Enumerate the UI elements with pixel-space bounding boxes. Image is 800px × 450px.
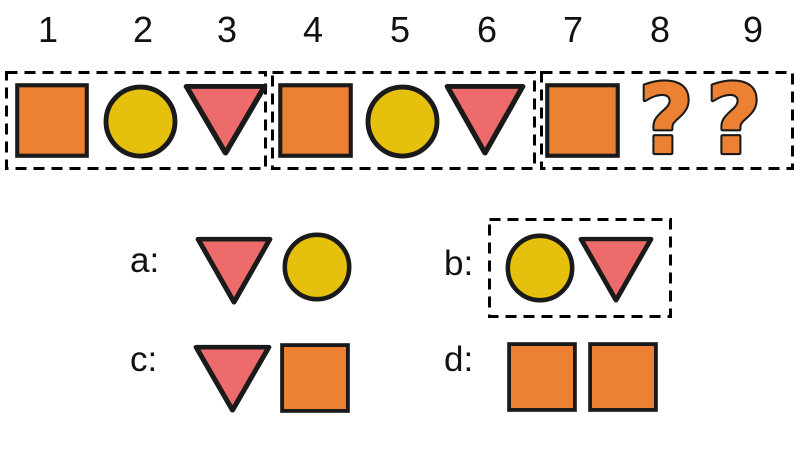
- sequence-number-8: 8: [649, 9, 671, 50]
- sequence-shape-3-triangle: [183, 82, 268, 156]
- sequence-shape-9-question-mark: ?: [704, 62, 764, 178]
- sequence-shape-5-circle: [365, 84, 440, 159]
- option-a[interactable]: a:: [120, 225, 365, 317]
- option-c-triangle: [193, 343, 272, 413]
- option-d[interactable]: d:: [434, 330, 674, 422]
- sequence-number-9: 9: [742, 9, 764, 50]
- sequence-shape-8-question-mark: ?: [636, 62, 696, 178]
- option-b-circle: [505, 233, 575, 303]
- sequence-number-1: 1: [37, 9, 59, 50]
- option-a-triangle: [195, 235, 273, 305]
- sequence-number-4: 4: [302, 9, 324, 50]
- option-c-square: [280, 343, 350, 413]
- option-b[interactable]: b:: [434, 210, 684, 322]
- option-a-label: a:: [130, 241, 160, 280]
- option-b-label: b:: [444, 244, 474, 283]
- svg-text:?: ?: [638, 64, 694, 176]
- option-b-highlight-box: [488, 218, 672, 318]
- option-b-triangle: [578, 235, 654, 303]
- sequence-number-7: 7: [562, 9, 584, 50]
- sequence-shape-7-square: [545, 83, 620, 158]
- sequence-number-5: 5: [389, 9, 411, 50]
- sequence-shape-4-square: [278, 83, 353, 158]
- sequence-shape-6-triangle: [444, 82, 526, 156]
- sequence-number-2: 2: [132, 9, 154, 50]
- sequence-number-3: 3: [216, 9, 238, 50]
- option-d-square-2: [588, 342, 658, 412]
- option-c-label: c:: [130, 340, 158, 379]
- sequence-group-box-2: [271, 71, 536, 170]
- option-a-circle: [282, 232, 352, 302]
- sequence-group-box-1: [5, 71, 267, 170]
- option-c[interactable]: c:: [120, 330, 365, 422]
- sequence-group-box-3: [540, 71, 794, 170]
- sequence-shape-1-square: [15, 83, 89, 158]
- sequence-shape-2-circle: [103, 84, 178, 159]
- option-d-label: d:: [444, 340, 474, 379]
- svg-text:?: ?: [706, 64, 762, 176]
- option-d-square-1: [507, 342, 577, 412]
- sequence-number-6: 6: [476, 9, 498, 50]
